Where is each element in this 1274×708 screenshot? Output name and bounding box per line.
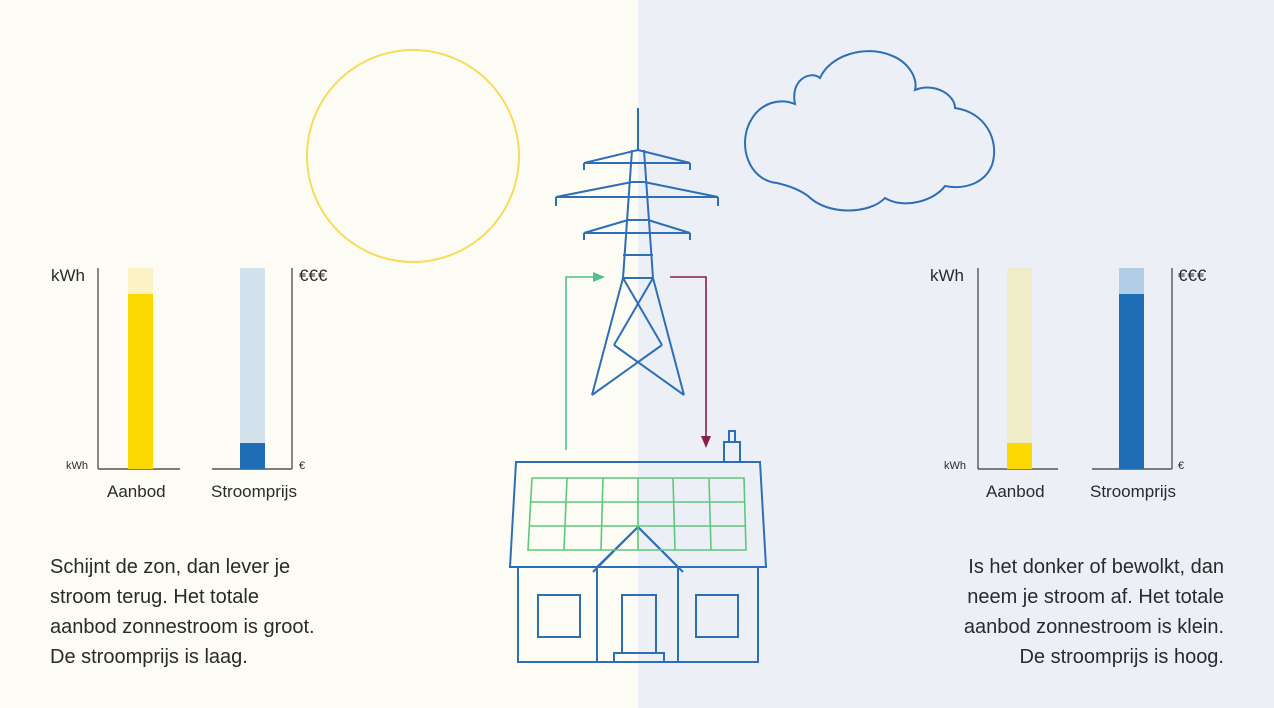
cloudy-explanation-line: neem je stroom af. Het totale xyxy=(967,586,1224,608)
sunny-explanation-line: stroom terug. Het totale xyxy=(50,586,259,608)
solar-panel-icon xyxy=(527,477,747,551)
sunny-price-label: Stroomprijs xyxy=(211,482,297,501)
sunny-price-unit-bottom: € xyxy=(299,460,306,472)
cloudy-explanation: Is het donker of bewolkt, dan neem je st… xyxy=(864,552,1224,672)
cloudy-supply-unit-top: kWh xyxy=(930,266,964,285)
sunny-supply-bar-fill xyxy=(128,294,153,469)
cloudy-gauges xyxy=(977,268,1173,470)
cloudy-explanation-line: aanbod zonnestroom is klein. xyxy=(963,616,1224,638)
cloudy-explanation-line: Is het donker of bewolkt, dan xyxy=(968,556,1224,578)
cloudy-price-unit-bottom: € xyxy=(1178,460,1185,472)
sun-icon xyxy=(306,49,520,263)
cloudy-price-unit-top: €€€ xyxy=(1178,266,1207,285)
sunny-explanation-line: De stroomprijs is laag. xyxy=(50,646,248,668)
cloudy-explanation-line: De stroomprijs is hoog. xyxy=(1019,646,1224,668)
cloudy-price-bar-fill xyxy=(1119,294,1144,469)
cloud-icon xyxy=(744,50,996,212)
cloudy-price-label: Stroomprijs xyxy=(1090,482,1176,501)
sunny-explanation-line: Schijnt de zon, dan lever je xyxy=(50,556,291,578)
arrow-up-right-icon xyxy=(565,272,605,450)
cloudy-supply-label: Aanbod xyxy=(986,482,1045,501)
cloudy-supply-bar-track xyxy=(1007,268,1032,469)
house-icon xyxy=(508,430,768,663)
cloudy-panel-background xyxy=(638,0,1274,708)
sunny-panel-background xyxy=(0,0,638,708)
sunny-price-unit-top: €€€ xyxy=(299,266,328,285)
sunny-supply-unit-bottom: kWh xyxy=(66,460,88,472)
sunny-price-bar-track xyxy=(240,268,265,469)
cloudy-supply-unit-bottom: kWh xyxy=(944,460,966,472)
sunny-gauges xyxy=(97,268,293,470)
cloudy-supply-bar-fill xyxy=(1007,443,1032,469)
sunny-supply-unit-top: kWh xyxy=(51,266,85,285)
sunny-explanation: Schijnt de zon, dan lever je stroom teru… xyxy=(50,552,410,672)
sunny-supply-label: Aanbod xyxy=(107,482,166,501)
arrow-down-icon xyxy=(670,276,711,448)
sunny-explanation-line: aanbod zonnestroom is groot. xyxy=(50,616,315,638)
sunny-price-bar-fill xyxy=(240,443,265,469)
power-pylon-icon xyxy=(555,108,719,396)
